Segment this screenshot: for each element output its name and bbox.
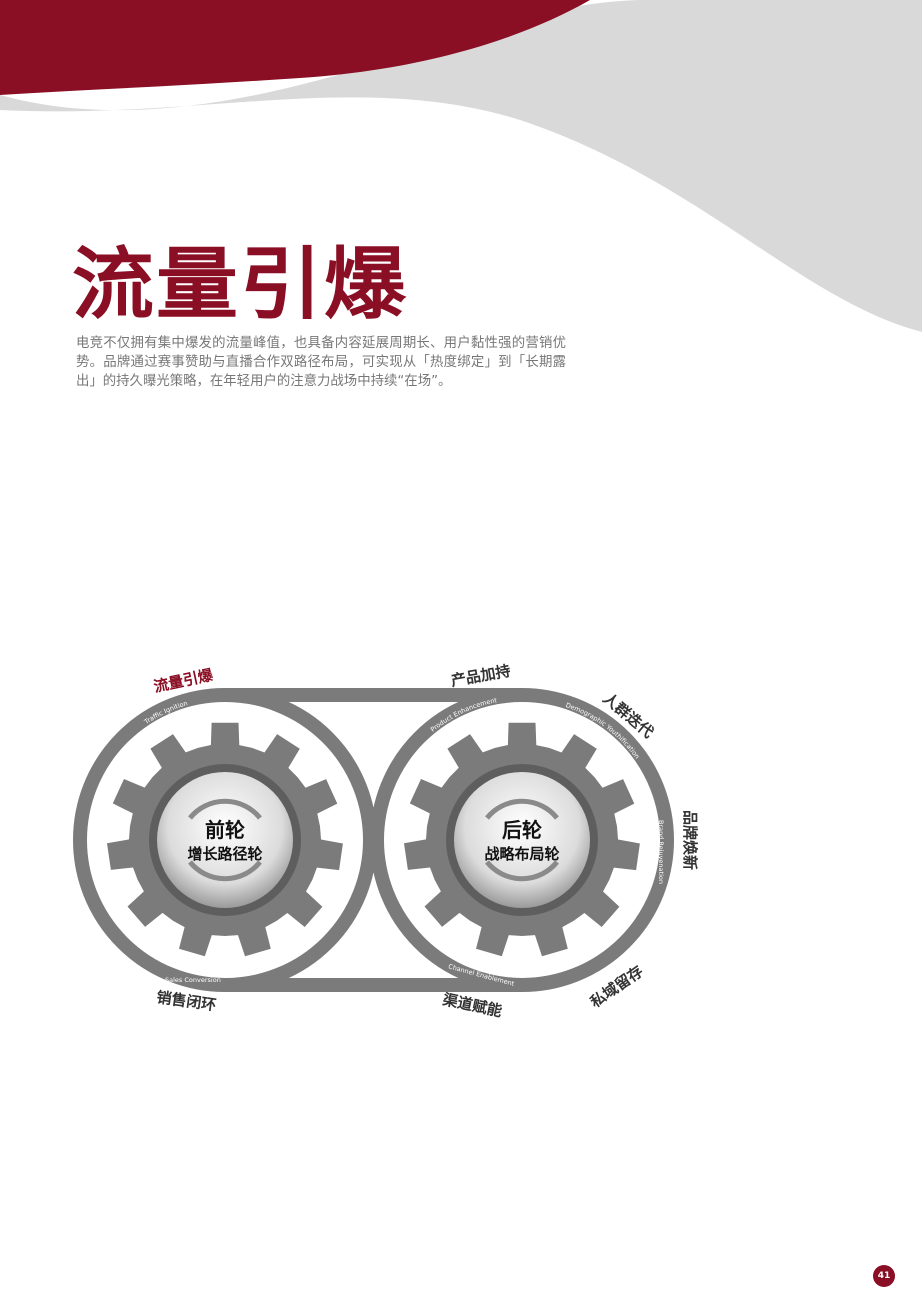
rear-hub: 后轮 战略布局轮	[446, 764, 598, 916]
header-waves	[0, 0, 922, 332]
maroon-wave	[0, 0, 590, 95]
label-sales-conversion: 销售闭环	[155, 988, 217, 1014]
intro-paragraph: 电竞不仅拥有集中爆发的流量峰值，也具备内容延展周期长、用户黏性强的营销优势。品牌…	[76, 336, 566, 389]
belt	[73, 688, 674, 992]
dual-wheel-diagram: 前轮 增长路径轮 后轮 战略布局轮 Traffic Ignition Produ…	[73, 662, 699, 1020]
front-hub: 前轮 增长路径轮	[149, 764, 301, 916]
rear-wheel-name: 后轮	[502, 818, 542, 842]
page-number: 41	[873, 1265, 895, 1287]
label-en-sales: Sales Conversion	[165, 976, 221, 984]
rear-wheel-subtitle: 战略布局轮	[484, 845, 559, 863]
label-en-brand: Brand Rejuvenation	[657, 820, 665, 884]
page-title: 流量引爆	[72, 240, 409, 330]
front-wheel-subtitle: 增长路径轮	[187, 845, 262, 863]
front-wheel-name: 前轮	[205, 818, 245, 842]
gray-wave	[0, 0, 922, 332]
label-product-enhancement: 产品加持	[450, 662, 512, 690]
label-channel-enablement: 渠道赋能	[441, 990, 503, 1020]
label-brand-rejuvenation: 品牌焕新	[681, 810, 699, 870]
